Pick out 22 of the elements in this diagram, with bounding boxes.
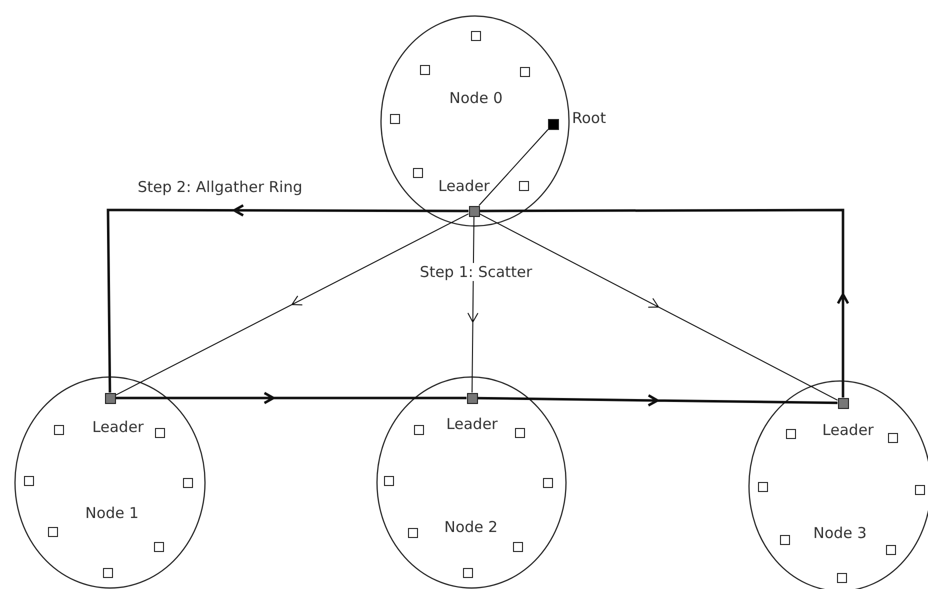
arrow: [476, 394, 839, 407]
root-square: [548, 118, 558, 130]
root-label: Root: [572, 109, 606, 127]
node-label: Leader: [438, 177, 490, 195]
node-label: Node 2: [444, 518, 498, 536]
node-label: Node 1: [85, 504, 139, 522]
leader-square: [466, 392, 478, 404]
leader-square: [468, 206, 480, 216]
edge-label: Step 2: Allgather Ring: [136, 178, 304, 196]
node-label: Node 0: [449, 89, 503, 107]
leader-square: [104, 392, 116, 404]
node-label: Leader: [822, 421, 874, 439]
edge-label: Step 1: Scatter: [418, 263, 534, 281]
arrow: [467, 216, 478, 393]
node-label: Node 3: [813, 524, 867, 542]
node-label: Leader: [446, 415, 498, 433]
node-label: Leader: [92, 418, 144, 436]
arrow: [114, 392, 468, 404]
leader-square: [838, 398, 848, 408]
node-ellipse: [380, 15, 570, 227]
node-ellipse: [376, 376, 567, 589]
node-ellipse: [14, 376, 206, 589]
